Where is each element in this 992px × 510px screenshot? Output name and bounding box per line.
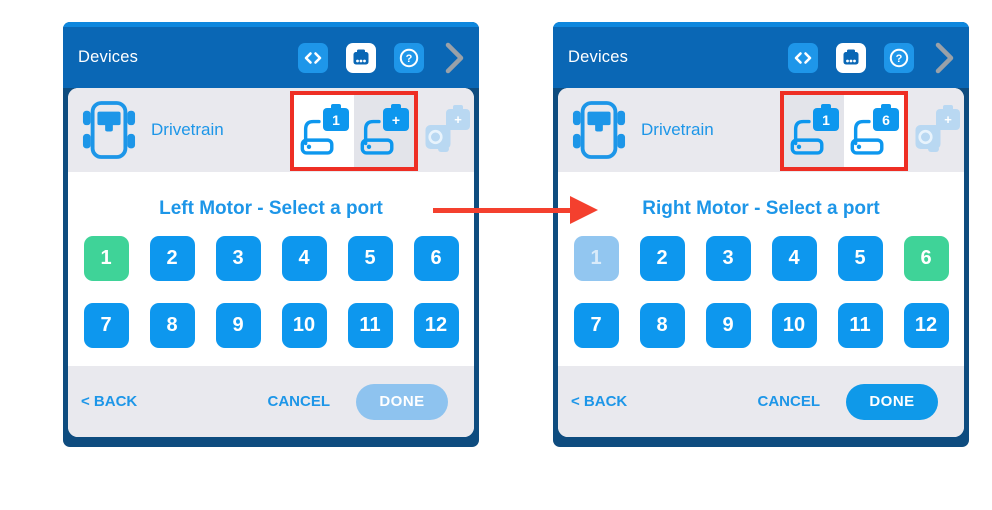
devices-panel-2: Devices ? Drivet — [553, 22, 969, 447]
svg-text:?: ? — [406, 53, 413, 65]
back-button[interactable]: < BACK — [81, 393, 138, 410]
badge-text: 1 — [332, 111, 340, 128]
dialog-footer: < BACK CANCEL DONE — [68, 366, 474, 437]
port-button[interactable]: 7 — [573, 303, 619, 348]
drivetrain-row: Drivetrain 1 + — [68, 88, 474, 172]
brain-port-icon[interactable] — [346, 42, 376, 73]
highlight-box: 1 + — [290, 91, 418, 171]
transition-arrow — [433, 208, 572, 213]
chevron-right-icon[interactable] — [934, 41, 956, 75]
badge-text: 6 — [882, 111, 890, 128]
port-button[interactable]: 11 — [837, 303, 883, 348]
motor-icon: 6 — [849, 105, 899, 157]
devices-header: Devices ? — [553, 27, 969, 88]
highlight-box: 1 6 — [780, 91, 908, 171]
port-select-section: Left Motor - Select a port 1 2 3 4 5 6 7… — [68, 172, 474, 366]
drivetrain-icon — [572, 98, 626, 162]
port-button[interactable]: 5 — [347, 236, 393, 281]
port-button[interactable]: 12 — [413, 303, 459, 348]
port-button[interactable]: 8 — [639, 303, 685, 348]
port-grid: 1 2 3 4 5 6 7 8 9 10 11 12 — [558, 236, 964, 348]
drivetrain-label: Drivetrain — [151, 120, 224, 139]
motor-icon: + — [359, 105, 409, 157]
port-select-section: Right Motor - Select a port 1 2 3 4 5 6 … — [558, 172, 964, 366]
help-icon[interactable]: ? — [394, 42, 424, 73]
devices-header: Devices ? — [63, 27, 479, 88]
motor-tab-1[interactable]: 1 — [294, 95, 354, 167]
device-config-card: Drivetrain 1 6 — [558, 88, 964, 437]
devices-title: Devices — [568, 48, 629, 66]
port-button[interactable]: 10 — [771, 303, 817, 348]
motor-tab-2[interactable]: 6 — [844, 95, 904, 167]
port-button[interactable]: 4 — [281, 236, 327, 281]
motor-port-badge: 1 — [813, 108, 839, 131]
help-icon[interactable]: ? — [884, 42, 914, 73]
gyro-icon: + — [424, 106, 470, 154]
port-button[interactable]: 10 — [281, 303, 327, 348]
chevron-right-icon[interactable] — [444, 41, 466, 75]
badge-text: + — [391, 111, 401, 128]
drivetrain-row: Drivetrain 1 6 — [558, 88, 964, 172]
port-select-title: Left Motor - Select a port — [159, 198, 383, 219]
port-grid: 1 2 3 4 5 6 7 8 9 10 11 12 — [68, 236, 474, 348]
panel-top-strip — [63, 22, 479, 27]
motor-tab-1[interactable]: 1 — [784, 95, 844, 167]
port-select-title: Right Motor - Select a port — [642, 198, 880, 219]
devices-panel-1: Devices ? Drivet — [63, 22, 479, 447]
drivetrain-icon — [82, 98, 136, 162]
cancel-button[interactable]: CANCEL — [757, 393, 821, 410]
port-button[interactable]: 9 — [705, 303, 751, 348]
code-icon[interactable] — [788, 42, 818, 73]
done-button[interactable]: DONE — [846, 383, 938, 420]
motor-add-badge: + — [383, 108, 409, 131]
done-button[interactable]: DONE — [356, 383, 448, 420]
header-toolbar: ? — [298, 41, 466, 75]
motor-port-badge: 1 — [323, 108, 349, 131]
port-button[interactable]: 6 — [903, 236, 949, 281]
svg-text:?: ? — [896, 53, 903, 65]
devices-title: Devices — [78, 48, 139, 66]
port-button[interactable]: 2 — [639, 236, 685, 281]
back-button[interactable]: < BACK — [571, 393, 628, 410]
gyro-add-tab[interactable]: + — [910, 92, 964, 168]
port-button[interactable]: 9 — [215, 303, 261, 348]
gyro-add-badge: + — [446, 109, 470, 130]
device-config-card: Drivetrain 1 + — [68, 88, 474, 437]
cancel-button[interactable]: CANCEL — [267, 393, 331, 410]
port-button[interactable]: 1 — [573, 236, 619, 281]
port-button[interactable]: 3 — [705, 236, 751, 281]
brain-port-icon[interactable] — [836, 42, 866, 73]
port-button[interactable]: 3 — [215, 236, 261, 281]
gyro-add-badge: + — [936, 109, 960, 130]
header-toolbar: ? — [788, 41, 956, 75]
motor-port-badge: 6 — [873, 108, 899, 131]
gyro-icon: + — [914, 106, 960, 154]
port-button[interactable]: 12 — [903, 303, 949, 348]
badge-text: + — [454, 112, 462, 127]
port-button[interactable]: 5 — [837, 236, 883, 281]
port-button[interactable]: 4 — [771, 236, 817, 281]
port-button[interactable]: 8 — [149, 303, 195, 348]
gyro-add-tab[interactable]: + — [420, 92, 474, 168]
motor-icon: 1 — [789, 105, 839, 157]
transition-arrow-head — [570, 196, 598, 224]
badge-text: + — [944, 112, 952, 127]
dialog-footer: < BACK CANCEL DONE — [558, 366, 964, 437]
port-button[interactable]: 2 — [149, 236, 195, 281]
motor-tab-2[interactable]: + — [354, 95, 414, 167]
port-button[interactable]: 6 — [413, 236, 459, 281]
motor-icon: 1 — [299, 105, 349, 157]
port-button[interactable]: 7 — [83, 303, 129, 348]
port-button[interactable]: 11 — [347, 303, 393, 348]
panel-top-strip — [553, 22, 969, 27]
port-button[interactable]: 1 — [83, 236, 129, 281]
code-icon[interactable] — [298, 42, 328, 73]
badge-text: 1 — [822, 111, 830, 128]
drivetrain-label: Drivetrain — [641, 120, 714, 139]
